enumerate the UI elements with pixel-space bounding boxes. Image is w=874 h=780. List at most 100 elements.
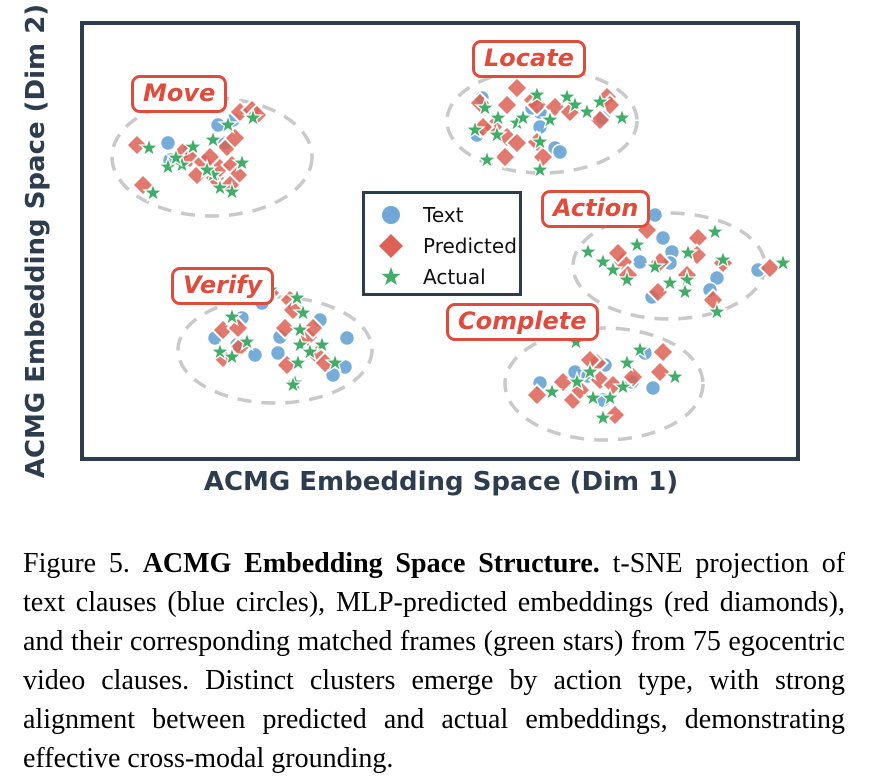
predicted-diamond-icon [379,233,403,258]
legend-item-actual: Actual [378,261,519,292]
actual-point [299,340,321,362]
cluster-ellipse-move [110,96,314,218]
actual-point [202,128,224,150]
text-point [708,269,726,287]
actual-point [286,286,308,308]
actual-point [589,90,611,112]
actual-point [677,241,699,263]
legend-item-text: Text [378,199,519,230]
cluster-label-verify: Verify [171,267,275,305]
actual-point [474,96,496,118]
x-axis-label: ACMG Embedding Space (Dim 1) [203,467,679,497]
text-point [654,229,672,247]
actual-point [659,271,681,293]
predicted-point [493,145,517,169]
actual-point [556,85,578,107]
predicted-point [525,383,549,407]
actual-point [602,258,624,280]
cluster-ellipse-locate [445,67,639,175]
actual-point [486,123,508,145]
actual-point [579,360,601,382]
predicted-point [505,131,529,155]
actual-point [644,255,666,277]
text-point [338,329,356,347]
predicted-point [621,365,645,389]
cluster-ellipse-complete [503,326,705,442]
predicted-point [505,76,529,100]
actual-point [674,280,696,302]
cluster-label-locate: Locate [472,40,586,78]
actual-point [541,380,563,402]
actual-point [231,151,253,173]
actual-point [292,301,314,323]
actual-point [512,106,534,128]
actual-star-icon [381,266,401,285]
actual-point [324,351,346,373]
actual-point [582,386,604,408]
actual-point [142,181,164,203]
actual-point [236,330,258,352]
actual-point [676,268,698,290]
actual-point [566,370,588,392]
actual-point [772,251,794,273]
actual-point [599,386,621,408]
actual-point [209,176,231,198]
actual-point [616,351,638,373]
figure-number: Figure 5. [23,548,130,579]
text-point [644,379,662,397]
actual-point [577,240,599,262]
actual-point [529,158,551,180]
actual-point [529,130,551,152]
actual-point [712,248,734,270]
actual-point [221,345,243,367]
actual-point [664,365,686,387]
actual-point [616,268,638,290]
cluster-label-complete: Complete [446,303,599,341]
actual-point [612,375,634,397]
actual-point [611,106,633,128]
actual-point [311,333,333,355]
actual-point [539,108,561,130]
legend-label-predicted: Predicted [423,233,517,258]
actual-point [626,233,648,255]
predicted-point [606,241,630,265]
text-circle-icon [382,205,400,224]
actual-point [526,83,548,105]
actual-point [196,158,218,180]
legend-label-text: Text [423,202,464,227]
actual-point [706,300,728,322]
predicted-point [125,133,149,157]
scatter-plot [80,21,800,461]
actual-point [704,220,726,242]
text-point [269,344,287,362]
figure-caption: Figure 5. ACMG Embedding Space Structure… [23,544,845,778]
legend: Text Predicted Actual [362,191,522,296]
predicted-point [603,403,627,427]
actual-point [138,136,160,158]
tsne-chart: ACMG Embedding Space (Dim 2) ACMG Embedd… [21,3,800,497]
legend-label-actual: Actual [423,264,486,289]
predicted-point [588,108,612,132]
actual-point [209,340,231,362]
actual-point [592,250,614,272]
actual-point [629,338,651,360]
predicted-point [758,256,782,280]
actual-point [182,135,204,157]
actual-point [242,106,264,128]
actual-point [165,146,187,168]
actual-point [464,118,486,140]
cluster-label-move: Move [131,75,228,113]
plot-border [80,21,800,461]
actual-point [282,373,304,395]
text-point [551,143,569,161]
cluster-label-action: Action [541,190,651,228]
text-point [246,346,264,364]
predicted-point [651,340,675,364]
predicted-point [648,360,672,384]
caption-body: t-SNE projection of text clauses (blue c… [23,548,846,774]
y-axis-label: ACMG Embedding Space (Dim 2) [21,3,51,479]
predicted-point [223,126,247,150]
actual-point [487,106,509,128]
actual-point [476,148,498,170]
